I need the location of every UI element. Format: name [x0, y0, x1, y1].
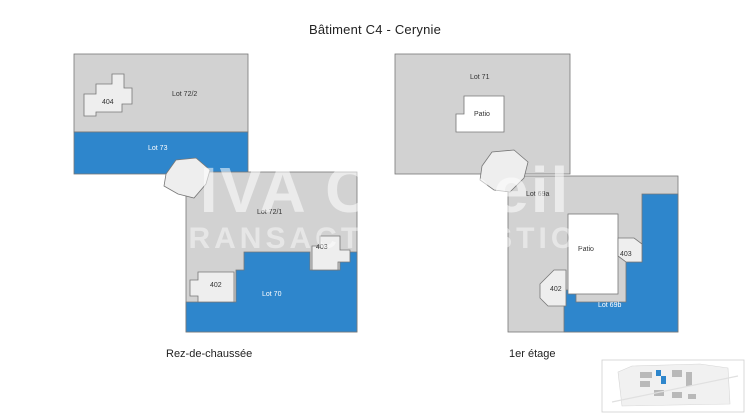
- label-lot-72-1: Lot 72/1: [257, 209, 282, 216]
- label-lot-72-2: Lot 72/2: [172, 91, 197, 98]
- lot-402-first-area: [539, 269, 567, 307]
- label-lot-73: Lot 73: [148, 145, 168, 152]
- lot-404-area: [83, 73, 133, 117]
- label-lot-403: 403: [316, 244, 328, 251]
- ground-floor-plan: [73, 53, 358, 333]
- label-lot-71: Lot 71: [470, 74, 490, 81]
- label-lot-70: Lot 70: [262, 291, 282, 298]
- lot-403-area: [311, 235, 351, 271]
- patio-area: [567, 213, 619, 295]
- page-title: Bâtiment C4 - Cerynie: [308, 22, 442, 37]
- label-patio: Patio: [578, 246, 594, 253]
- label-patio-top: Patio: [474, 111, 490, 118]
- label-lot-403-first: 403: [620, 251, 632, 258]
- first-floor-plan: [394, 53, 679, 333]
- plan-labels: Lot 72/2 404 Lot 73 Lot 72/1 403 402 Lot…: [102, 74, 632, 309]
- label-lot-404: 404: [102, 99, 114, 106]
- site-locator-map: [601, 359, 745, 413]
- caption-first-floor: 1er étage: [509, 348, 556, 360]
- label-lot-69a: Lot 69a: [526, 191, 549, 198]
- label-lot-402-first: 402: [550, 286, 562, 293]
- first-stair-connector: [479, 149, 529, 193]
- lot-73-area: [73, 131, 249, 175]
- lot-402-area: [189, 271, 235, 303]
- lot-403-first-area: [617, 237, 643, 263]
- patio-top-area: [455, 95, 505, 133]
- label-lot-402: 402: [210, 282, 222, 289]
- label-lot-69b: Lot 69b: [598, 302, 621, 309]
- lot-70-area: [185, 251, 358, 333]
- caption-ground-floor: Rez-de-chaussée: [166, 348, 253, 360]
- ground-stair-connector: [163, 157, 211, 199]
